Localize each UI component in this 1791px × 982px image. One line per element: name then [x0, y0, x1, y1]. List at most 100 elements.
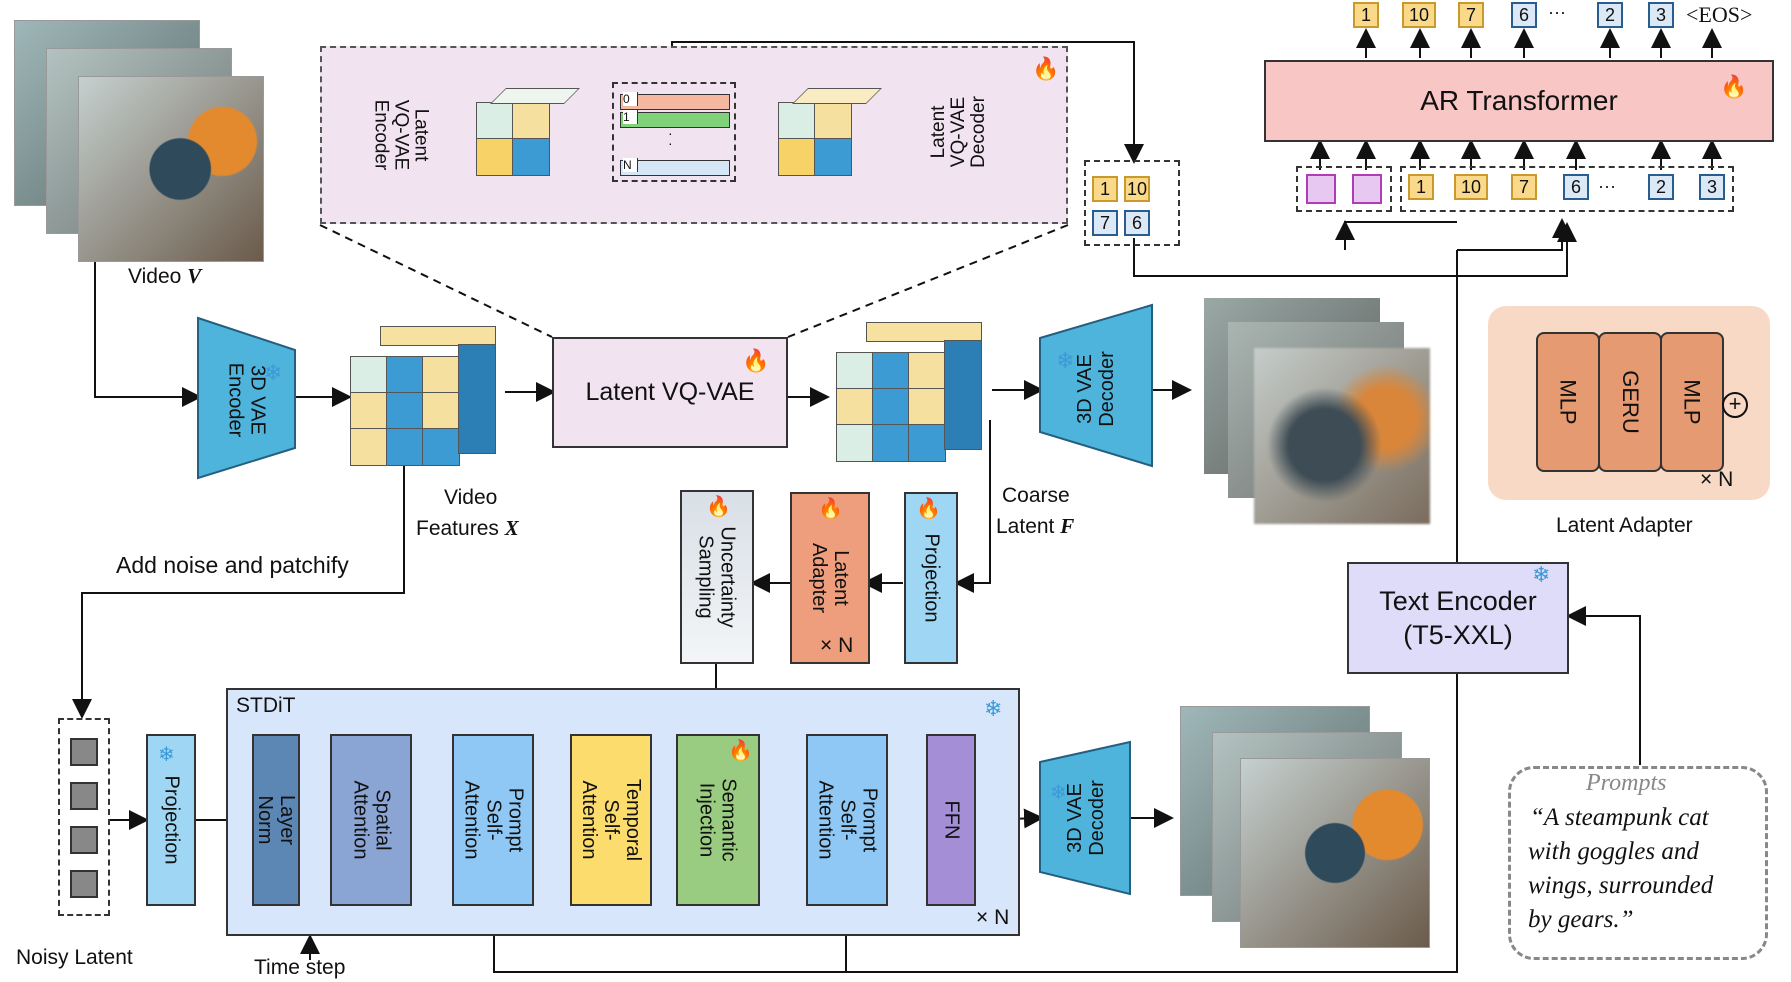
vae-encoder: 3D VAE Encoder	[224, 362, 269, 438]
semantic-injection: Semantic Injection	[676, 734, 760, 906]
adapter-times-n: × N	[1700, 468, 1734, 491]
noisy-latent-token	[70, 826, 98, 854]
out-token-10: 10	[1402, 2, 1436, 28]
in-token-6: 6	[1563, 174, 1589, 200]
video-label: Video V	[128, 264, 202, 288]
coarse-latent-cube	[836, 322, 986, 462]
vq-encoder-label: Latent VQ-VAE Encoder	[370, 99, 431, 171]
fire-icon: 🔥	[728, 740, 753, 762]
adapter-geru: GERU	[1598, 332, 1662, 472]
grid-token-6: 6	[1124, 210, 1150, 236]
out-ellipsis: ···	[1548, 2, 1566, 22]
coarse-latent-label: Coarse	[1002, 484, 1070, 507]
projection-bottom: Projection	[146, 734, 196, 906]
spatial-attention: Spatial Attention	[330, 734, 412, 906]
fire-icon: 🔥	[706, 496, 731, 518]
blurry-cat-image	[1254, 348, 1430, 524]
grid-token-1: 1	[1092, 176, 1118, 202]
out-token-2: 2	[1597, 2, 1623, 28]
video-features-label-2: Features X	[416, 516, 519, 540]
prompt-self-attention-2: Prompt Self-Attention	[806, 734, 888, 906]
ffn: FFN	[926, 734, 976, 906]
in-ellipsis: ···	[1598, 176, 1616, 196]
noisy-latent-token	[70, 782, 98, 810]
out-token-6: 6	[1511, 2, 1537, 28]
latent-vqvae-box: Latent VQ-VAE	[552, 337, 788, 448]
vae-decoder-bottom: 3D VAE Decoder	[1063, 780, 1108, 856]
codebook	[612, 82, 736, 182]
in-token-3: 3	[1699, 174, 1725, 200]
projection-top: Projection	[904, 492, 958, 664]
noisy-latent-label: Noisy Latent	[16, 946, 133, 969]
generated-cat-image	[1240, 758, 1430, 948]
prompts-title: Prompts	[1586, 770, 1667, 796]
noisy-latent-token	[70, 738, 98, 766]
prompt-line-4: by gears.”	[1528, 906, 1634, 933]
eos-token: <EOS>	[1686, 2, 1753, 27]
prefix-token-group	[1296, 166, 1392, 212]
fire-icon: 🔥	[742, 348, 770, 373]
codebook-row-n: N	[620, 158, 730, 176]
input-token-group	[1400, 166, 1734, 212]
add-circle-icon: +	[1722, 392, 1748, 418]
time-step-label: Time step	[254, 956, 346, 979]
uncertainty-sampling: Uncertainty Sampling	[680, 490, 754, 664]
video-features-cube	[350, 326, 500, 466]
snowflake-icon: ❄	[158, 744, 175, 766]
fire-icon: 🔥	[818, 498, 843, 520]
noisy-latent-token	[70, 870, 98, 898]
coarse-latent-label-2: Latent F	[996, 514, 1075, 538]
prompts-box	[1508, 766, 1768, 960]
out-token-1: 1	[1353, 2, 1379, 28]
in-token-1: 1	[1408, 174, 1434, 200]
fire-icon: 🔥	[1032, 56, 1060, 81]
noisy-latent-group	[58, 718, 110, 916]
in-token-2: 2	[1648, 174, 1674, 200]
snowflake-icon: ❄	[264, 360, 283, 385]
vae-decoder-top: 3D VAE Decoder	[1073, 351, 1118, 427]
grid-token-7: 7	[1092, 210, 1118, 236]
stdit-label: STDiT	[236, 694, 296, 717]
add-noise-label: Add noise and patchify	[116, 552, 349, 578]
snowflake-icon: ❄	[1050, 782, 1067, 804]
out-token-3: 3	[1648, 2, 1674, 28]
adapter-mlp-2: MLP	[1660, 332, 1724, 472]
latent-adapter-title: Latent Adapter	[1556, 514, 1693, 537]
grid-token-10: 10	[1124, 176, 1150, 202]
latent-cube-small-left	[476, 88, 580, 178]
prompt-line-2: with goggles and	[1528, 838, 1699, 865]
prefix-token	[1352, 174, 1382, 204]
latent-cube-small-right	[778, 88, 882, 178]
adapter-mlp-1: MLP	[1536, 332, 1600, 472]
stdit-times-n: × N	[976, 906, 1010, 929]
in-token-10: 10	[1454, 174, 1488, 200]
cat-frame-image	[78, 76, 264, 262]
vqvae-detail-panel	[320, 46, 1068, 224]
codebook-row-1: 1	[620, 110, 730, 128]
codebook-dots: · ·	[668, 125, 673, 151]
output-frames	[1180, 706, 1430, 948]
snowflake-icon: ❄	[1532, 562, 1551, 587]
temporal-self-attention: Temporal Self-Attention	[570, 734, 652, 906]
text-encoder: Text Encoder (T5-XXL)	[1347, 562, 1569, 674]
adapter-box-times-n: × N	[820, 634, 854, 657]
latent-adapter-box: Latent Adapter	[790, 492, 870, 664]
coarse-frames	[1204, 298, 1444, 528]
snowflake-icon: ❄	[1056, 348, 1075, 373]
prompt-self-attention-1: Prompt Self-Attention	[452, 734, 534, 906]
fire-icon: 🔥	[1720, 74, 1748, 99]
ar-transformer: AR Transformer	[1264, 60, 1774, 142]
fire-icon: 🔥	[916, 498, 941, 520]
prefix-token	[1306, 174, 1336, 204]
layer-norm: Layer Norm	[252, 734, 300, 906]
codebook-row-0: 0	[620, 92, 730, 110]
video-frames	[14, 20, 264, 262]
vq-decoder-label: Latent VQ-VAE Decoder	[927, 96, 989, 168]
prompt-line-3: wings, surrounded	[1528, 872, 1714, 899]
video-features-label: Video	[444, 486, 498, 509]
in-token-7: 7	[1511, 174, 1537, 200]
prompt-line-1: “A steampunk cat	[1530, 804, 1709, 831]
snowflake-icon: ❄	[984, 696, 1003, 721]
out-token-7: 7	[1458, 2, 1484, 28]
token-grid	[1084, 160, 1180, 246]
